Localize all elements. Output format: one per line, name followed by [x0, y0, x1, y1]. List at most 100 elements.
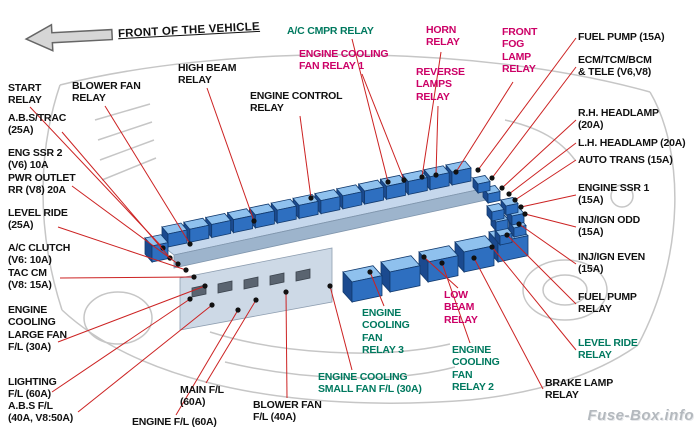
- leader-line-auto-trans: [514, 159, 577, 201]
- leader-line-inj-ign-odd: [524, 213, 577, 228]
- leader-line-engine-cooling-fan-relay-1: [361, 73, 405, 181]
- leader-lines: [29, 37, 577, 416]
- leader-line-low-beam-relay: [423, 256, 459, 289]
- label-engine-control-relay: ENGINE CONTROL RELAY: [250, 90, 343, 115]
- connector-dot-horn-relay: [419, 174, 425, 180]
- watermark-text: Fuse-Box.info: [587, 407, 694, 424]
- label-abs-fl: A.B.S F/L (40A, V8:50A): [8, 400, 74, 425]
- leader-line-ecm-tcm-bcm: [491, 66, 577, 179]
- leader-line-blower-fan-relay: [104, 105, 191, 245]
- left-arrow-icon: [24, 23, 114, 52]
- label-brake-lamp-relay: BRAKE LAMP RELAY: [545, 377, 613, 402]
- connector-dot-engine-cooling-small-fan-fl: [327, 283, 333, 289]
- leader-line-brake-lamp-relay: [473, 257, 544, 390]
- rail-relay-cube: [270, 198, 297, 225]
- connector-dot-lh-headlamp: [506, 191, 512, 197]
- connector-dot-high-beam-relay: [251, 218, 257, 224]
- label-auto-trans: AUTO TRANS (15A): [578, 154, 673, 166]
- connector-dot-engine-control-relay: [308, 195, 314, 201]
- large-relay-cube: [342, 265, 383, 304]
- label-engine-ssr-1: ENGINE SSR 1 (15A): [578, 182, 650, 207]
- label-engine-cooling-fan-relay-3: ENGINE COOLING FAN RELAY 3: [362, 307, 410, 357]
- connector-dot-engine-cooling-large-fan-fl: [202, 283, 208, 289]
- label-level-ride-relay: LEVEL RIDE RELAY: [578, 337, 638, 362]
- leader-line-rh-headlamp: [501, 119, 577, 189]
- leader-line-high-beam-relay: [206, 87, 255, 222]
- connector-dot-blower-fan-relay: [187, 241, 193, 247]
- label-level-ride-25a: LEVEL RIDE (25A): [8, 207, 68, 232]
- leader-line-reverse-lamps-relay: [435, 105, 439, 176]
- label-abs-trac-25a: A.B.S/TRAC (25A): [8, 112, 67, 137]
- leader-line-fuel-pump-relay: [506, 234, 577, 305]
- large-relay-cube: [454, 235, 495, 274]
- leader-line-engine-ssr-1: [520, 194, 577, 208]
- leader-line-level-ride-25a: [57, 226, 187, 271]
- label-lighting-fl: LIGHTING F/L (60A): [8, 376, 57, 401]
- leader-line-engine-cooling-fan-relay-2: [441, 262, 471, 344]
- cluster-fuse-cube: [486, 203, 505, 223]
- connector-dot-main-fl: [253, 297, 259, 303]
- label-inj-ign-odd: INJ/IGN ODD (15A): [578, 214, 640, 239]
- leader-line-blower-fan-fl: [285, 291, 288, 399]
- leader-line-horn-relay: [421, 51, 442, 178]
- label-fuel-pump-15a: FUEL PUMP (15A): [578, 31, 665, 43]
- large-relay-cube: [418, 245, 459, 284]
- connector-dot-start-relay: [160, 245, 166, 251]
- label-reverse-lamps-relay: REVERSE LAMPS RELAY: [416, 66, 465, 103]
- label-fuel-pump-relay: FUEL PUMP RELAY: [578, 291, 637, 316]
- label-ac-cmpr-relay: A/C CMPR RELAY: [287, 25, 374, 37]
- connector-dot-ac-cmpr-relay: [385, 179, 391, 185]
- rail-relay-cube: [314, 189, 341, 215]
- label-engine-cooling-large-fan-fl: ENGINE COOLING LARGE FAN F/L (30A): [8, 304, 67, 354]
- large-relay-cube: [380, 255, 421, 294]
- leader-line-front-fog-lamp-relay: [455, 81, 514, 173]
- connector-dot-reverse-lamps-relay: [433, 172, 439, 178]
- leader-line-engine-fl: [175, 309, 239, 416]
- label-blower-fan-relay: BLOWER FAN RELAY: [72, 80, 141, 105]
- leader-line-level-ride-relay: [491, 246, 577, 351]
- label-engine-cooling-fan-relay-1: ENGINE COOLING FAN RELAY 1: [299, 48, 389, 73]
- front-of-vehicle-indicator: FRONT OF THE VEHICLE: [23, 12, 260, 54]
- connector-dot-abs-fl: [209, 302, 215, 308]
- leader-line-engine-control-relay: [299, 115, 312, 199]
- connector-dot-low-beam-relay: [421, 254, 427, 260]
- leader-line-eng-ssr-2-pwr-outlet: [71, 185, 179, 265]
- connector-dot-blower-fan-fl: [283, 289, 289, 295]
- connector-dot-engine-ssr-1: [518, 204, 524, 210]
- connector-dot-rh-headlamp: [499, 185, 505, 191]
- leader-line-ac-clutch-tac-cm: [59, 276, 195, 279]
- label-ecm-tcm-bcm: ECM/TCM/BCM & TELE (V6,V8): [578, 54, 652, 79]
- leader-line-engine-cooling-fan-relay-3: [369, 271, 385, 307]
- connector-dot-auto-trans: [512, 197, 518, 203]
- connector-dot-engine-cooling-fan-relay-1: [401, 177, 407, 183]
- front-of-vehicle-label: FRONT OF THE VEHICLE: [117, 20, 261, 41]
- label-front-fog-lamp-relay: FRONT FOG LAMP RELAY: [502, 26, 538, 76]
- connector-dot-inj-ign-even: [516, 221, 522, 227]
- rail-relay-cube: [204, 213, 232, 239]
- label-lh-headlamp: L.H. HEADLAMP (20A): [578, 137, 686, 149]
- label-engine-cooling-small-fan-fl: ENGINE COOLING SMALL FAN F/L (30A): [318, 371, 422, 396]
- connector-dot-engine-cooling-fan-relay-2: [439, 260, 445, 266]
- rail-relay-cube: [226, 208, 254, 234]
- label-main-fl: MAIN F/L (60A): [180, 384, 224, 409]
- connector-dot-brake-lamp-relay: [471, 255, 477, 261]
- leader-line-engine-cooling-large-fan-fl: [57, 285, 206, 343]
- connector-dot-lighting-fl: [187, 296, 193, 302]
- connector-dot-level-ride-25a: [183, 267, 189, 273]
- label-start-relay: START RELAY: [8, 82, 42, 107]
- leader-line-engine-cooling-small-fan-fl: [329, 285, 353, 371]
- connector-dot-engine-cooling-fan-relay-3: [367, 269, 373, 275]
- leader-line-abs-trac-25a: [61, 131, 171, 259]
- rail-relay-cube: [336, 184, 363, 210]
- label-inj-ign-even: INJ/IGN EVEN (15A): [578, 251, 646, 276]
- connector-dot-fuel-pump-15a: [475, 167, 481, 173]
- rail-relay-cube: [357, 179, 385, 206]
- label-eng-ssr-2-pwr-outlet: ENG SSR 2 (V6) 10A PWR OUTLET RR (V8) 20…: [8, 147, 76, 197]
- label-blower-fan-fl: BLOWER FAN F/L (40A): [253, 399, 322, 424]
- label-low-beam-relay: LOW BEAM RELAY: [444, 289, 478, 326]
- connector-dot-front-fog-lamp-relay: [453, 169, 459, 175]
- connector-dot-engine-fl: [235, 307, 241, 313]
- label-high-beam-relay: HIGH BEAM RELAY: [178, 62, 237, 87]
- engine-bay-line-art: [42, 53, 676, 404]
